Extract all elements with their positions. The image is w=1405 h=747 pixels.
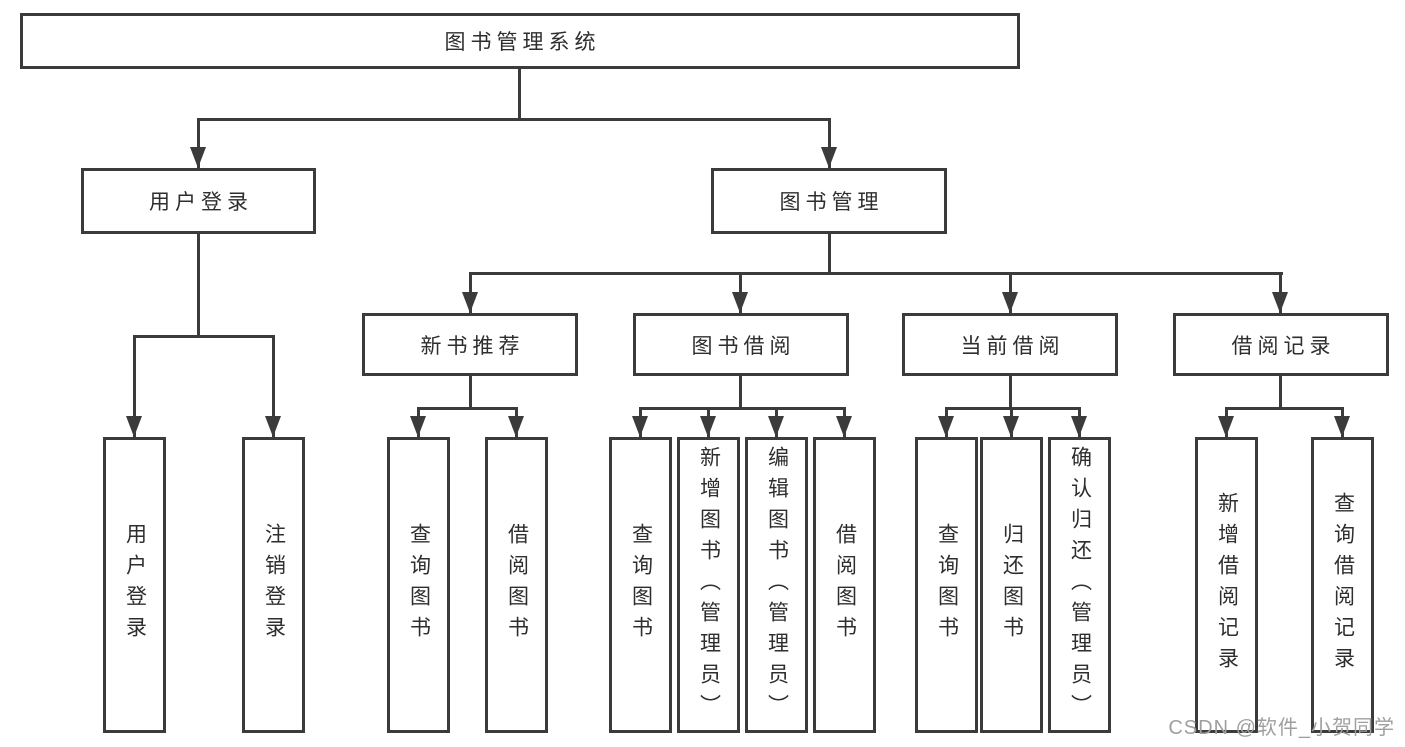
- node-label: 图书管理系统: [444, 31, 601, 54]
- leaf-bw-edit-books-admin: 编辑图书（管理员）: [745, 437, 808, 733]
- arrow-down-icon: [1334, 416, 1350, 437]
- leaf-label: 编辑图书（管理员）: [765, 445, 789, 725]
- node-root-system: 图书管理系统: [20, 13, 1020, 69]
- node-label: 当前借阅: [960, 334, 1065, 358]
- leaf-label: 查询图书: [935, 523, 959, 647]
- leaf-label: 查询借阅记录: [1331, 492, 1355, 678]
- connector-line: [197, 234, 200, 335]
- connector-line: [1009, 376, 1012, 407]
- connector-line: [828, 234, 831, 272]
- arrow-down-icon: [700, 416, 716, 437]
- arrow-down-icon: [410, 416, 426, 437]
- leaf-bw-borrow-books: 借阅图书: [813, 437, 876, 733]
- arrow-down-icon: [265, 416, 281, 437]
- leaf-cur-return-books: 归还图书: [980, 437, 1043, 733]
- leaf-label: 确认归还（管理员）: [1068, 445, 1092, 725]
- arrow-down-icon: [938, 416, 954, 437]
- leaf-label: 注销登录: [262, 523, 286, 647]
- leaf-cur-query-books: 查询图书: [915, 437, 978, 733]
- arrow-down-icon: [462, 292, 478, 313]
- arrow-down-icon: [836, 416, 852, 437]
- leaf-bw-add-books-admin: 新增图书（管理员）: [677, 437, 740, 733]
- connector-line: [739, 376, 742, 407]
- connector-line: [272, 335, 275, 437]
- leaf-logout: 注销登录: [242, 437, 305, 733]
- connector-line: [1225, 407, 1344, 410]
- node-book-borrow: 图书借阅: [633, 313, 849, 376]
- leaf-label: 新增借阅记录: [1215, 492, 1239, 678]
- node-label: 用户登录: [149, 191, 253, 214]
- leaf-nb-borrow-books: 借阅图书: [485, 437, 548, 733]
- node-borrow-records: 借阅记录: [1173, 313, 1389, 376]
- arrow-down-icon: [1002, 292, 1018, 313]
- arrow-down-icon: [1218, 416, 1234, 437]
- node-current-borrow: 当前借阅: [902, 313, 1118, 376]
- arrow-down-icon: [768, 416, 784, 437]
- connector-line: [197, 118, 831, 121]
- arrow-down-icon: [190, 147, 206, 168]
- node-label: 借阅记录: [1231, 334, 1336, 358]
- leaf-label: 查询图书: [629, 523, 653, 647]
- node-new-book-recommend: 新书推荐: [362, 313, 578, 376]
- connector-line: [197, 118, 200, 168]
- connector-line: [1279, 376, 1282, 407]
- connector-line: [518, 69, 521, 118]
- leaf-rec-add-record: 新增借阅记录: [1195, 437, 1258, 733]
- connector-line: [639, 407, 846, 410]
- leaf-label: 用户登录: [123, 523, 147, 647]
- leaf-label: 借阅图书: [833, 523, 857, 647]
- connector-line: [133, 335, 136, 437]
- leaf-nb-query-books: 查询图书: [387, 437, 450, 733]
- leaf-rec-query-record: 查询借阅记录: [1311, 437, 1374, 733]
- leaf-label: 新增图书（管理员）: [697, 445, 721, 725]
- leaf-label: 归还图书: [1000, 523, 1024, 647]
- arrow-down-icon: [821, 147, 837, 168]
- arrow-down-icon: [632, 416, 648, 437]
- leaf-label: 查询图书: [407, 523, 431, 647]
- node-label: 新书推荐: [420, 334, 525, 358]
- arrow-down-icon: [1272, 292, 1288, 313]
- connector-line: [945, 407, 1081, 410]
- arrow-down-icon: [1003, 416, 1019, 437]
- leaf-cur-confirm-return-admin: 确认归还（管理员）: [1048, 437, 1111, 733]
- arrow-down-icon: [1071, 416, 1087, 437]
- connector-line: [469, 376, 472, 407]
- node-label: 图书管理: [779, 191, 884, 214]
- leaf-label: 借阅图书: [505, 523, 529, 647]
- node-book-management: 图书管理: [711, 168, 947, 234]
- connector-line: [828, 118, 831, 168]
- arrow-down-icon: [732, 292, 748, 313]
- csdn-watermark: CSDN @软件_小贺同学: [1168, 717, 1395, 739]
- node-label: 图书借阅: [691, 334, 796, 358]
- connector-line: [417, 407, 518, 410]
- connector-line: [469, 272, 1283, 275]
- arrow-down-icon: [508, 416, 524, 437]
- node-user-login: 用户登录: [81, 168, 316, 234]
- arrow-down-icon: [126, 416, 142, 437]
- leaf-bw-query-books: 查询图书: [609, 437, 672, 733]
- connector-line: [133, 335, 275, 338]
- leaf-user-login: 用户登录: [103, 437, 166, 733]
